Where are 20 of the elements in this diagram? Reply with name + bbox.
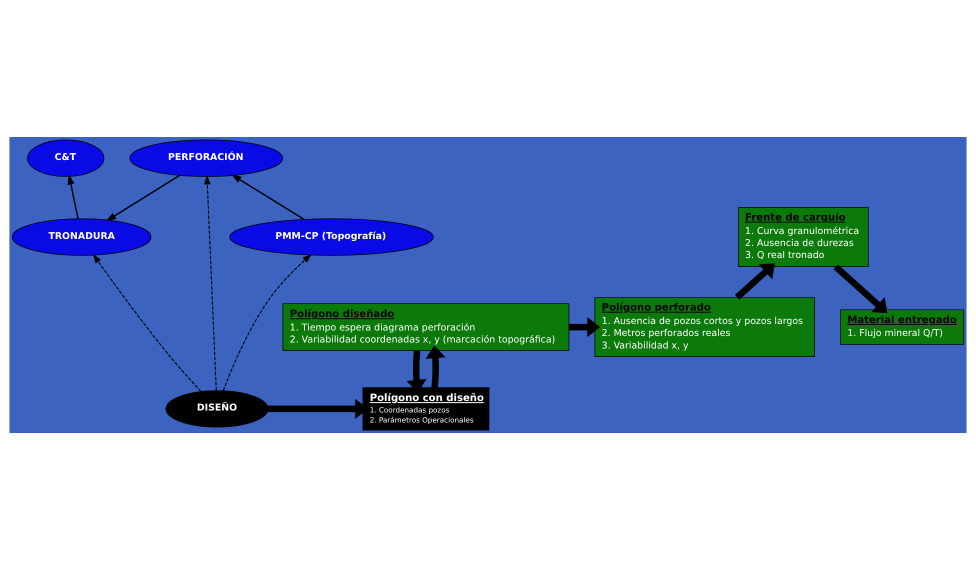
node-ellipse: DISEÑO: [166, 390, 268, 428]
arrow: [734, 262, 775, 300]
arrow: [67, 174, 79, 218]
node-box: Polígono con diseño 1. Coordenadas pozos 2. Parámetros Operacionales: [362, 386, 490, 430]
arrow: [204, 174, 217, 390]
arrow: [92, 253, 202, 392]
node-ellipse: PMM-CP (Topografía): [229, 218, 434, 256]
arrow: [834, 264, 888, 313]
arrow: [231, 174, 304, 220]
arrow: [222, 253, 312, 390]
node-ellipse: C&T: [27, 139, 104, 176]
node-ellipse: TRONADURA: [12, 218, 152, 256]
node-box: Polígono perforado 1. Ausencia de pozos cortos y pozos largos 2. Metros perforados reales 3. Variabilidad x, y: [594, 296, 815, 356]
arrow: [425, 344, 446, 388]
node-box: Material entregado 1. Flujo mineral Q/T): [840, 308, 964, 344]
arrow: [569, 316, 600, 337]
node-box: Frente de carguío 1. Curva granulométrica 2. Ausencia de durezas 3. Q real tronado: [738, 206, 869, 266]
node-ellipse: PERFORACIÓN: [129, 139, 284, 176]
arrow: [106, 174, 180, 221]
node-box: Polígono diseñado 1. Tiempo espera diagrama perforación 2. Variabilidad coordenadas x, y (marcación topográfica): [282, 302, 570, 350]
